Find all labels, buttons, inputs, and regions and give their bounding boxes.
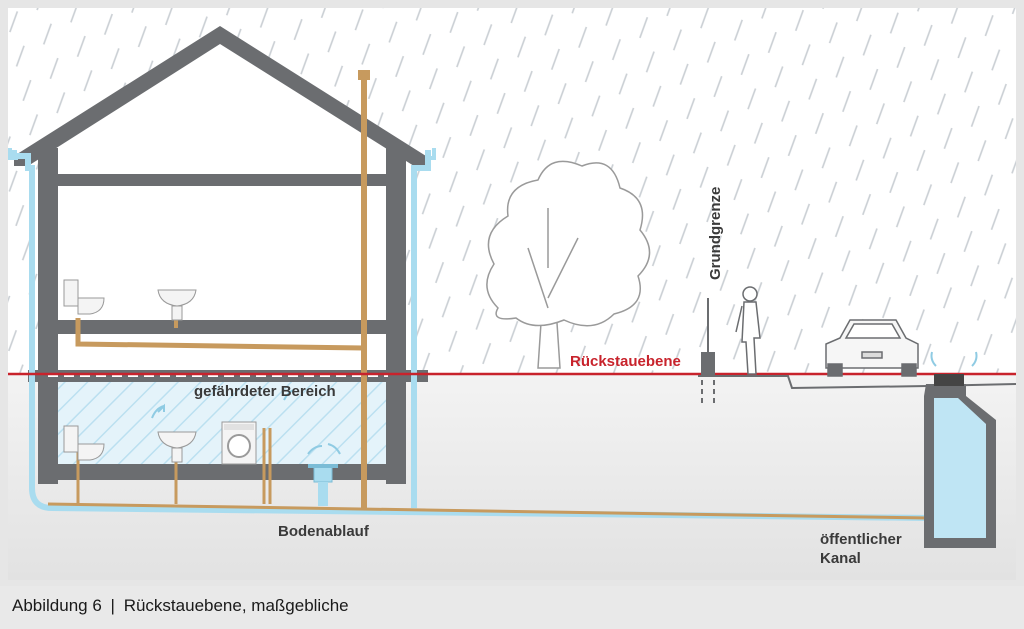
basement-floor — [38, 464, 406, 480]
attic-floor — [46, 174, 400, 186]
left-wall — [38, 148, 58, 484]
label-backflow-level: Rückstauebene — [570, 353, 681, 370]
label-public-sewer-line2: Kanal — [820, 550, 861, 567]
label-floor-drain: Bodenablauf — [278, 523, 370, 540]
flood-arrows — [151, 389, 341, 455]
left-downpipe — [11, 150, 929, 521]
car — [825, 319, 919, 377]
pedestrian — [735, 286, 761, 375]
upper-floor — [46, 320, 400, 334]
house-interior — [46, 36, 400, 374]
basement-drains — [76, 428, 272, 504]
public-sewer — [924, 374, 996, 548]
floor-drain-fitting — [308, 464, 338, 506]
right-gutter — [426, 148, 436, 160]
caption-title: Rückstauebene, maßgebliche — [123, 596, 349, 615]
label-endangered-area: gefährdeter Bereich — [194, 383, 336, 400]
backflow-diagram: gefährdeter Bereich Rückstauebene Grundg… — [8, 8, 1016, 580]
left-gutter — [8, 148, 18, 160]
tree — [486, 160, 651, 369]
main-waste-line — [47, 502, 929, 520]
label-property-boundary: Grundgrenze — [707, 187, 724, 280]
diagram-canvas: gefährdeter Bereich Rückstauebene Grundg… — [8, 8, 1016, 580]
caption-text: Abbildung 6 | Rückstauebene, maßgebliche — [12, 596, 349, 616]
basement-sink — [157, 431, 197, 463]
washing-machine — [221, 421, 257, 465]
upper-waste-line — [75, 318, 365, 351]
caption-figure-number: Abbildung 6 — [12, 596, 102, 615]
right-wall — [386, 148, 406, 484]
label-public-sewer-line1: öffentlicher — [820, 531, 902, 548]
basement-toilet — [63, 425, 105, 461]
caption-separator: | — [110, 596, 115, 615]
figure-caption: Abbildung 6 | Rückstauebene, maßgebliche — [0, 586, 1024, 629]
upper-sink — [157, 289, 197, 321]
upper-toilet — [63, 279, 105, 315]
manhole-splash — [930, 351, 978, 367]
property-boundary-post — [701, 298, 715, 406]
